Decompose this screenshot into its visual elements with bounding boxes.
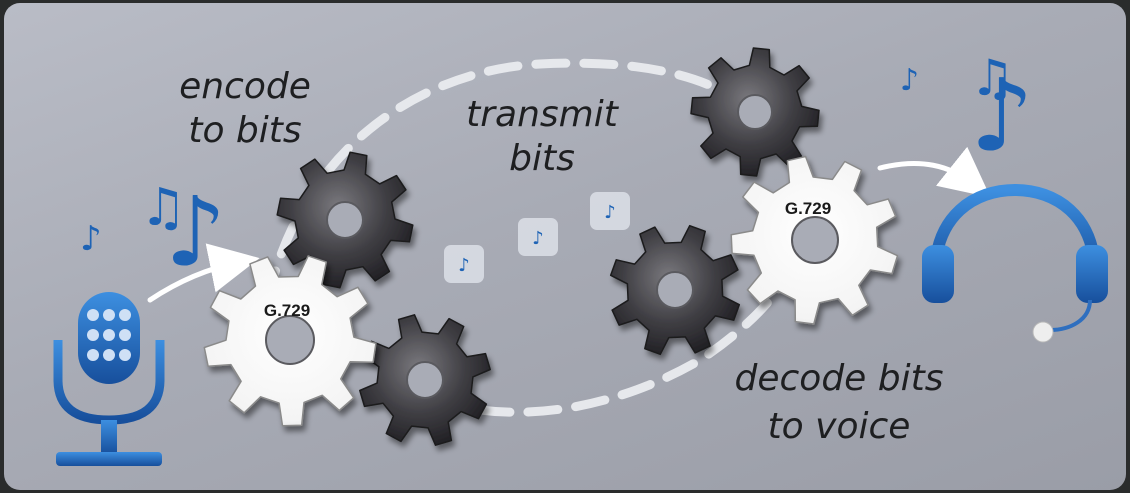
svg-text:♪: ♪	[458, 255, 470, 276]
decode-label-line-2: to voice	[767, 406, 911, 447]
diagram-panel: G.729 G.729 ♪ ♪ ♪ ♪ ♫ ♪ ♪ ♫ ♪	[4, 3, 1126, 490]
gear-icon	[609, 224, 741, 356]
svg-text:♪: ♪	[604, 202, 616, 223]
svg-text:♪: ♪	[532, 228, 544, 249]
decode-label: decode bits to voice	[724, 361, 954, 445]
svg-text:♫: ♫	[970, 49, 1015, 107]
encode-label-line-1: encode	[179, 66, 311, 107]
bit-tile: ♪	[444, 245, 484, 283]
gear-icon	[730, 155, 899, 325]
headphones-icon	[922, 183, 1108, 343]
decode-label-line-1: decode bits	[734, 358, 944, 399]
gear-icon	[359, 314, 491, 446]
gear-icon	[203, 255, 377, 427]
svg-text:♪: ♪	[900, 63, 919, 98]
encode-label: encode to bits	[160, 69, 330, 149]
bit-tile: ♪	[518, 218, 558, 256]
svg-text:♪: ♪	[80, 219, 102, 259]
gear-icon	[276, 151, 414, 289]
music-note-icon: ♪ ♫ ♪	[80, 176, 226, 288]
svg-text:♪: ♪	[165, 176, 226, 288]
music-note-icon: ♪ ♫ ♪	[900, 49, 1034, 174]
transmit-label: transmit bits	[452, 97, 632, 177]
bit-tile: ♪	[590, 192, 630, 230]
mic-to-encoder-arrow	[147, 243, 260, 303]
encoder-codec-label: G.729	[264, 301, 310, 320]
diagram-canvas: G.729 G.729 ♪ ♪ ♪ ♪ ♫ ♪ ♪ ♫ ♪	[53, 47, 1108, 466]
encode-label-line-2: to bits	[188, 110, 302, 151]
transmit-label-line-1: transmit	[466, 94, 618, 135]
gear-icon	[690, 47, 820, 177]
decoder-to-headphones-arrow	[877, 146, 991, 198]
transmit-label-line-2: bits	[509, 138, 575, 179]
svg-text:♪: ♪	[970, 57, 1034, 174]
decoder-codec-label: G.729	[785, 199, 831, 218]
microphone-icon	[53, 292, 165, 466]
svg-text:♫: ♫	[140, 178, 187, 238]
